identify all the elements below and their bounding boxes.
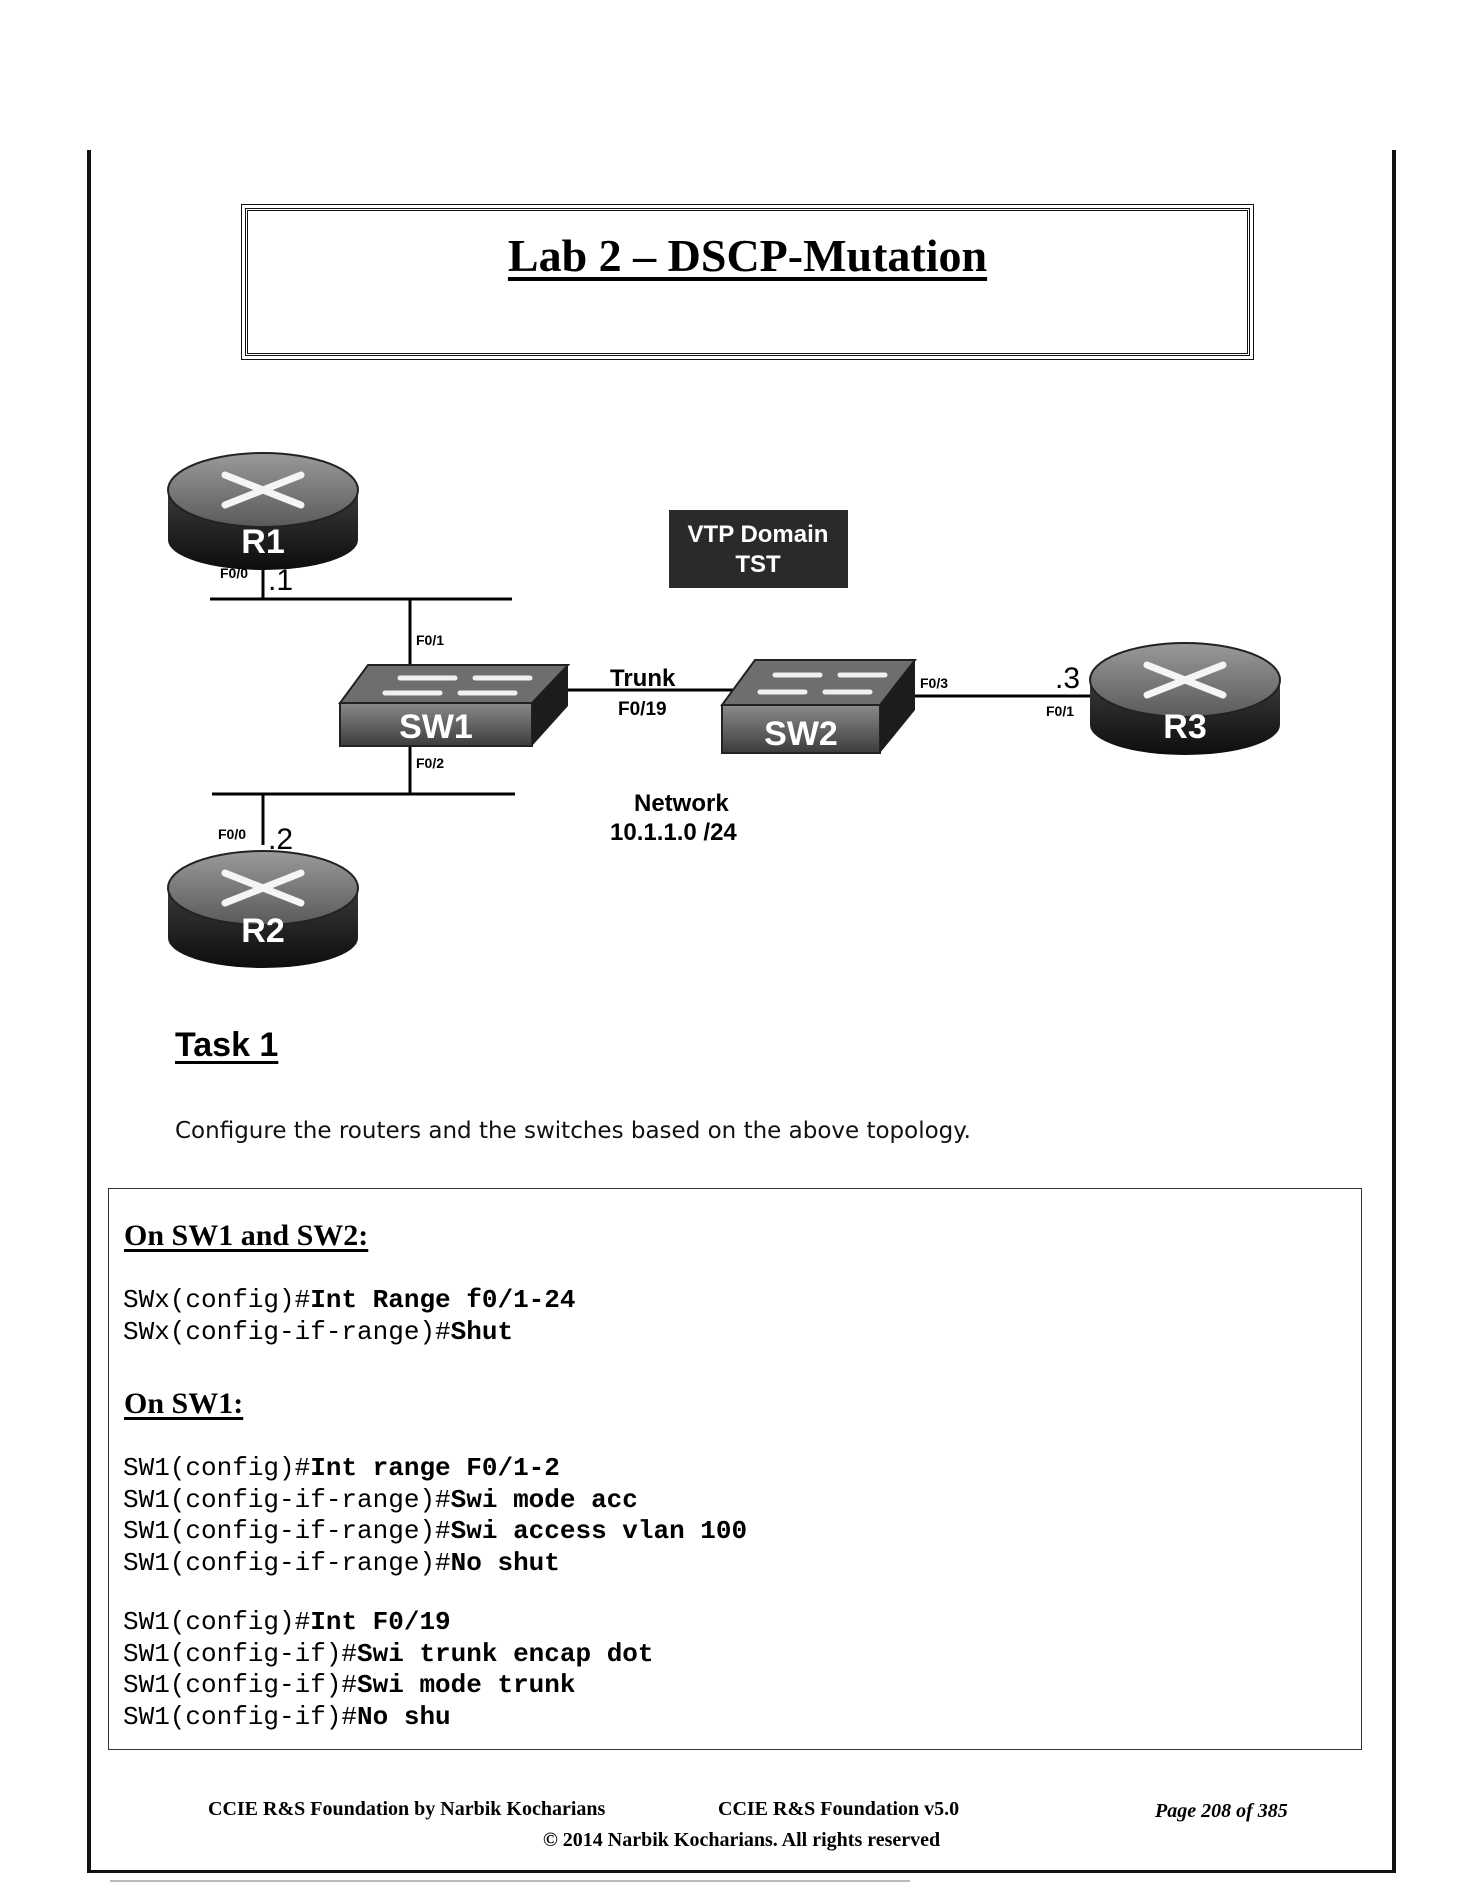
- code-line: SW1(config-if)#Swi mode trunk: [123, 1670, 654, 1702]
- footer-copyright: © 2014 Narbik Kocharians. All rights res…: [542, 1829, 941, 1851]
- code-command: Swi trunk encap dot: [357, 1638, 654, 1669]
- code-line: SW1(config-if)#Swi trunk encap dot: [123, 1639, 654, 1671]
- code-line: SWx(config)#Int Range f0/1-24: [123, 1285, 575, 1317]
- code-prompt: SWx(config)#: [123, 1285, 311, 1315]
- footer-book-title: CCIE R&S Foundation by Narbik Kocharians: [208, 1798, 606, 1820]
- code-prompt: SW1(config-if-range)#: [123, 1516, 451, 1546]
- sw2-f03-label: F0/3: [920, 675, 948, 691]
- sw1-f02-label: F0/2: [416, 755, 444, 771]
- switch-arrows-icon: [757, 672, 888, 695]
- section-title-sw1-sw2: On SW1 and SW2:: [124, 1219, 369, 1252]
- network-label: Network: [634, 790, 729, 817]
- task-heading: Task 1: [175, 1026, 279, 1064]
- page-title: Lab 2 – DSCP-Mutation: [507, 230, 988, 281]
- code-line: SW1(config-if-range)#No shut: [123, 1548, 747, 1580]
- code-line: SW1(config-if)#No shu: [123, 1702, 654, 1734]
- switch-sw2: SW2: [720, 659, 918, 754]
- code-prompt: SWx(config-if-range)#: [123, 1316, 451, 1347]
- code-line: SW1(config)#Int range F0/1-2: [123, 1453, 747, 1485]
- code-block-sw1-sw2: SWx(config)#Int Range f0/1-24 SWx(config…: [123, 1285, 575, 1348]
- code-command: Swi access vlan 100: [450, 1516, 748, 1546]
- router-arrows-icon: [1143, 661, 1227, 699]
- r3-interface-label: F0/1: [1046, 703, 1074, 719]
- code-command: Swi mode trunk: [357, 1670, 576, 1700]
- vtp-domain-line2: TST: [735, 551, 781, 578]
- r2-label: R2: [241, 912, 284, 950]
- code-block-sw1-access: SW1(config)#Int range F0/1-2 SW1(config-…: [123, 1453, 747, 1579]
- footer-page-number: Page 208 of 385: [1155, 1800, 1288, 1822]
- code-line: SW1(config)#Int F0/19: [123, 1607, 654, 1639]
- code-line: SWx(config-if-range)#Shut: [123, 1317, 575, 1349]
- topology-diagram: R1 F0/0 .1 VTP Domain TST SW1 F0/1 F0/2 …: [167, 452, 1281, 968]
- switch-arrows-icon: [382, 675, 533, 696]
- task-description: Configure the routers and the switches b…: [175, 1118, 971, 1144]
- trunk-label: Trunk: [610, 665, 676, 692]
- links: [210, 560, 1098, 845]
- sw2-label: SW2: [764, 715, 838, 753]
- code-command: Shut: [450, 1316, 514, 1347]
- r3-label: R3: [1163, 708, 1206, 746]
- switch-sw1: SW1: [338, 664, 571, 747]
- network-address-label: 10.1.1.0 /24: [610, 819, 737, 846]
- code-block-sw1-trunk: SW1(config)#Int F0/19 SW1(config-if)#Swi…: [123, 1607, 654, 1733]
- router-r2: R2: [167, 850, 359, 968]
- r2-interface-label: F0/0: [218, 826, 246, 842]
- page-border-bottom: [87, 1870, 1396, 1873]
- code-command: Int range F0/1-2: [310, 1453, 560, 1483]
- vtp-domain-box: VTP Domain TST: [669, 510, 848, 588]
- trunk-port-label: F0/19: [618, 699, 667, 720]
- code-command: No shut: [450, 1547, 560, 1578]
- code-prompt: SW1(config-if-range)#: [123, 1547, 451, 1578]
- page-border-left: [87, 150, 91, 1872]
- r3-address-label: .3: [1055, 662, 1080, 695]
- page-border-right: [1392, 150, 1396, 1872]
- code-prompt: SW1(config)#: [123, 1607, 311, 1637]
- router-arrows-icon: [221, 471, 305, 509]
- code-prompt: SW1(config-if)#: [123, 1701, 358, 1732]
- router-r3: R3: [1089, 642, 1281, 755]
- title-box: Lab 2 – DSCP-Mutation: [241, 204, 1254, 360]
- code-line: SW1(config-if-range)#Swi access vlan 100: [123, 1516, 747, 1548]
- r1-interface-label: F0/0: [220, 565, 248, 581]
- code-prompt: SW1(config-if)#: [123, 1670, 358, 1700]
- router-r1: R1: [167, 452, 359, 570]
- code-command: Int F0/19: [310, 1607, 451, 1637]
- code-line: SW1(config-if-range)#Swi mode acc: [123, 1485, 747, 1517]
- sw1-f01-label: F0/1: [416, 632, 444, 648]
- code-command: No shu: [357, 1701, 451, 1732]
- r1-address-label: .1: [268, 564, 293, 597]
- section-title-sw1: On SW1:: [124, 1387, 244, 1420]
- r1-label: R1: [241, 523, 284, 561]
- code-command: Int Range f0/1-24: [310, 1285, 576, 1315]
- scan-artifact-line: [110, 1880, 910, 1882]
- code-command: Swi mode acc: [450, 1484, 638, 1515]
- code-prompt: SW1(config-if-range)#: [123, 1484, 451, 1515]
- footer-edition: CCIE R&S Foundation v5.0: [718, 1798, 960, 1820]
- code-prompt: SW1(config-if)#: [123, 1638, 358, 1669]
- config-box: On SW1 and SW2: SWx(config)#Int Range f0…: [108, 1188, 1362, 1750]
- code-prompt: SW1(config)#: [123, 1453, 311, 1483]
- sw1-label: SW1: [399, 708, 473, 746]
- vtp-domain-line1: VTP Domain: [688, 521, 829, 548]
- router-arrows-icon: [221, 869, 305, 907]
